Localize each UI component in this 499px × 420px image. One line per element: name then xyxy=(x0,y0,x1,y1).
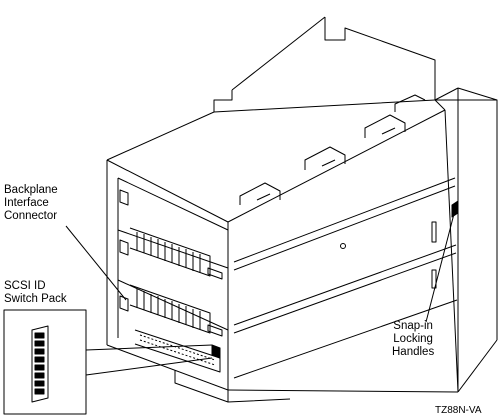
backplane-label-line3: Connector xyxy=(4,210,58,222)
backplane-label-line1: Backplane xyxy=(4,184,58,196)
switch-pack-board xyxy=(134,329,221,373)
scsi-switch-label: SCSI ID Switch Pack xyxy=(4,280,67,306)
callout-lines xyxy=(65,209,456,376)
chassis-top xyxy=(106,94,446,223)
figure-id-label: TZ88N-VA xyxy=(435,405,482,416)
backplane-label-line2: Interface xyxy=(4,197,49,209)
chassis-side xyxy=(227,109,459,393)
rear-housing xyxy=(213,16,498,393)
chassis-base xyxy=(174,370,291,403)
lower-connector xyxy=(129,284,211,334)
snap-label-line2: Locking xyxy=(393,333,433,345)
chassis-front xyxy=(106,160,229,391)
backplane-connector-label: Backplane Interface Connector xyxy=(4,184,58,223)
scsi-label-line1: SCSI ID xyxy=(4,280,46,292)
snap-label-line3: Handles xyxy=(392,346,435,358)
snap-in-handles-label: Snap-in Locking Handles xyxy=(392,320,434,359)
upper-connector xyxy=(129,227,211,277)
scsi-label-line2: Switch Pack xyxy=(4,293,67,305)
snap-label-line1: Snap-in xyxy=(393,320,433,332)
scsi-switch-inset xyxy=(3,309,87,415)
